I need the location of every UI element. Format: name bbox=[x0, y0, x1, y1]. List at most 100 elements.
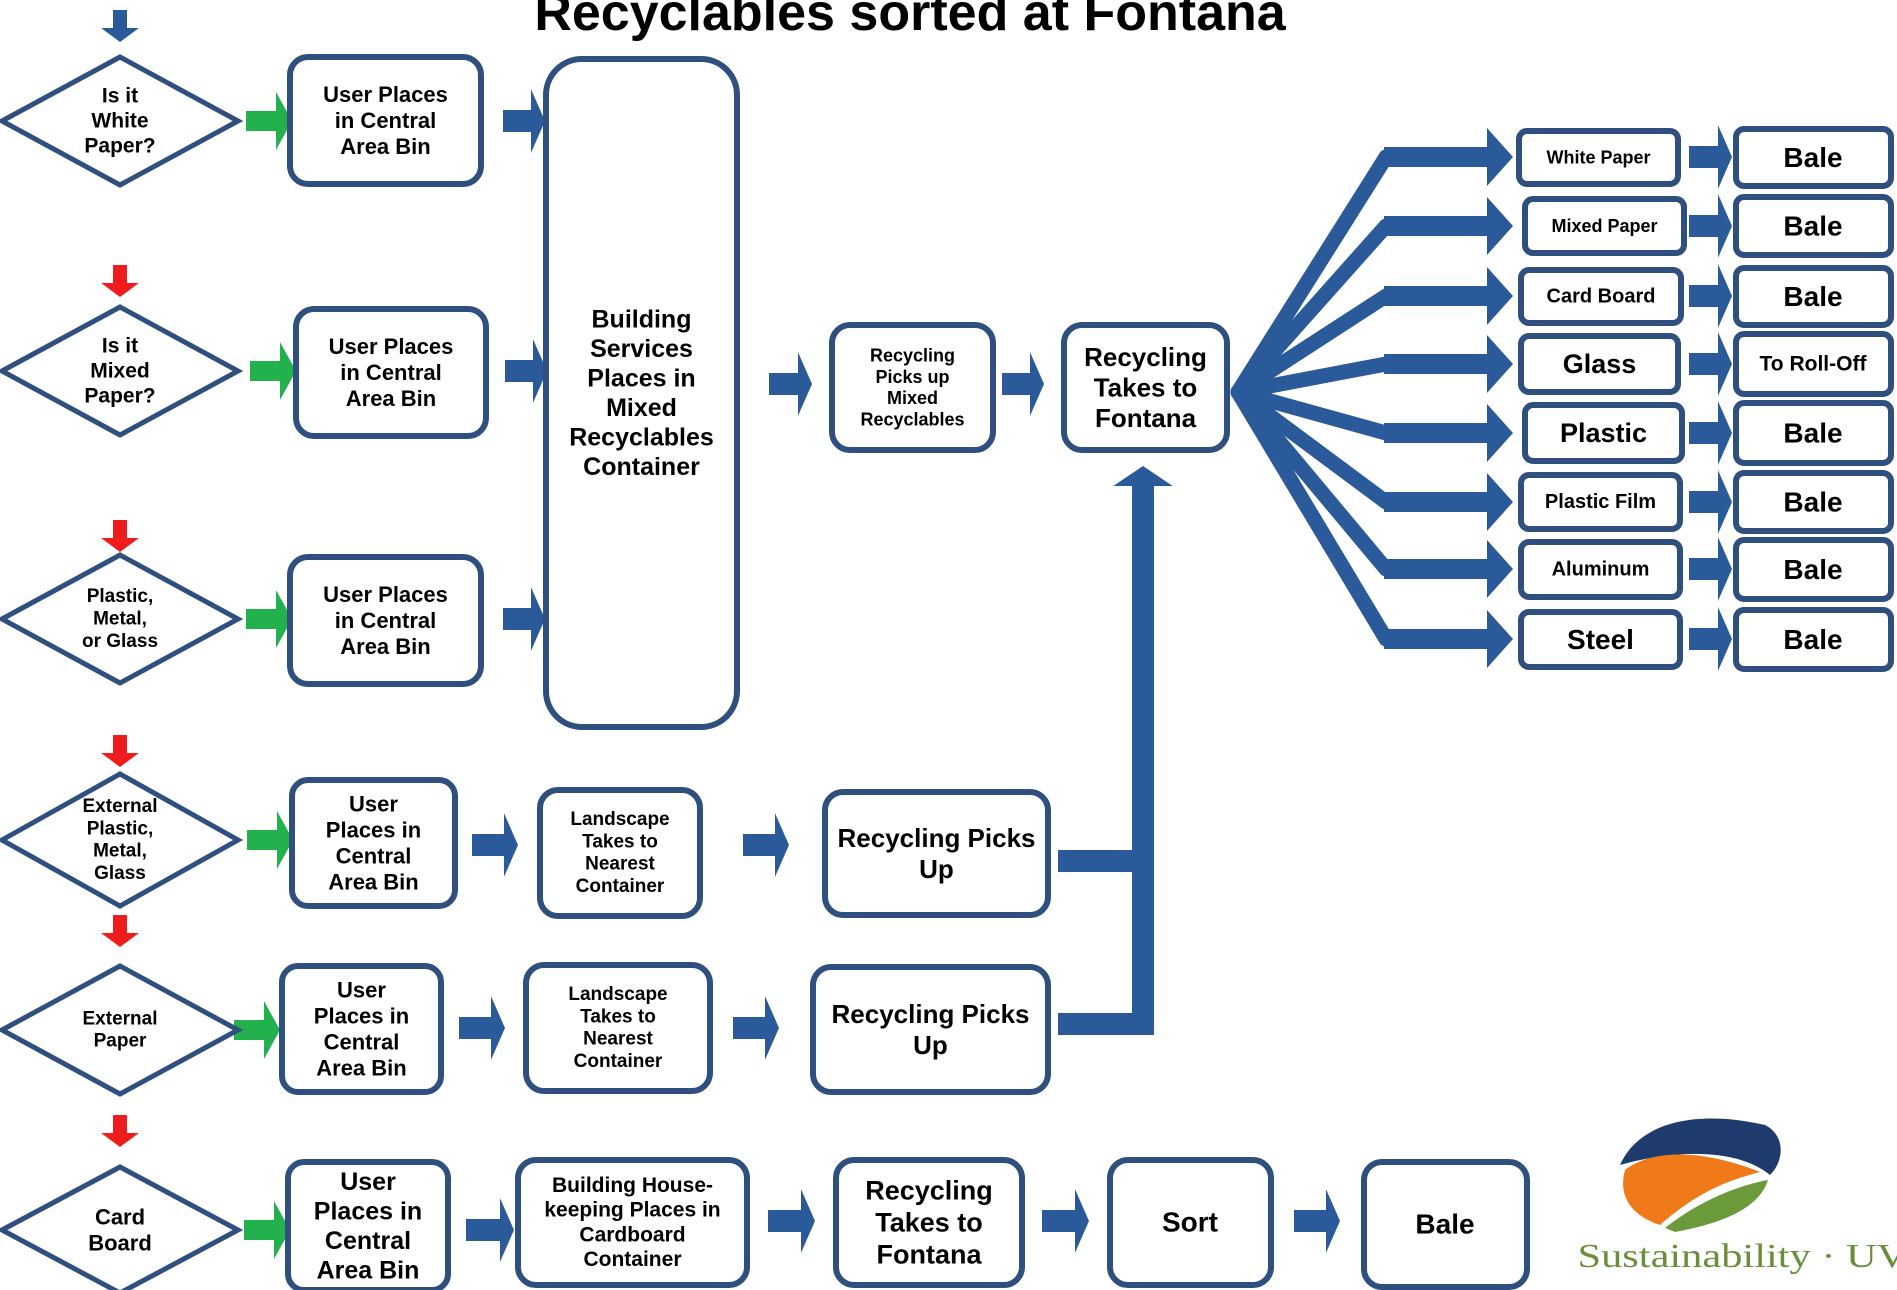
housekeeping-box-line: Building House- bbox=[552, 1174, 713, 1197]
landscape-box-line: Takes to bbox=[582, 831, 658, 852]
outcome-label: Bale bbox=[1783, 624, 1842, 655]
logo-orange-swoosh bbox=[1623, 1154, 1760, 1225]
decision-diamond-line: Metal, bbox=[93, 841, 147, 862]
outcome-label: Bale bbox=[1783, 418, 1842, 449]
decision-diamond-line: Is it bbox=[102, 85, 138, 108]
user-bin-box-line: Places in bbox=[314, 1004, 409, 1029]
outcome-label: Bale bbox=[1783, 211, 1842, 242]
user-bin-box-line: Central bbox=[325, 1227, 411, 1255]
user-bin-box-shape bbox=[285, 1159, 451, 1290]
fan-arrow bbox=[1384, 128, 1513, 186]
outcome-box-shape bbox=[1733, 400, 1894, 466]
user-bin-box-shape bbox=[287, 54, 484, 187]
material-box-shape bbox=[1518, 472, 1683, 532]
building-services-box-line: Building bbox=[592, 305, 692, 333]
flow-arrow bbox=[1689, 194, 1732, 258]
recycling-pickup-mixed-box-line: Recyclables bbox=[860, 409, 964, 429]
building-services-box-line: Services bbox=[590, 335, 693, 363]
landscape-box-line: Container bbox=[574, 1051, 663, 1072]
decision-diamond-shape bbox=[0, 963, 244, 1097]
flow-arrow bbox=[769, 352, 812, 416]
cardboard-fontana-box-line: Fontana bbox=[877, 1239, 983, 1269]
landscape-box-line: Takes to bbox=[580, 1006, 656, 1027]
user-bin-box-line: User bbox=[337, 978, 386, 1003]
material-label: Plastic bbox=[1560, 418, 1647, 448]
fan-arrow bbox=[1384, 610, 1513, 668]
decision-diamond-shape bbox=[0, 304, 244, 438]
material-box: Glass bbox=[1518, 333, 1681, 395]
landscape-box-line: Landscape bbox=[568, 984, 667, 1005]
outcome-box: Bale bbox=[1733, 400, 1894, 466]
user-bin-box-line: User Places bbox=[329, 334, 454, 359]
user-bin-box-shape bbox=[289, 777, 458, 909]
outcome-box-shape bbox=[1733, 607, 1894, 672]
material-label: Plastic Film bbox=[1545, 491, 1656, 513]
user-bin-box-line: User bbox=[349, 792, 398, 817]
landscape-box-line: Landscape bbox=[570, 809, 669, 830]
user-bin-box-line: Area Bin bbox=[340, 634, 430, 659]
housekeeping-box-line: Cardboard bbox=[579, 1223, 685, 1246]
sort-box: Sort bbox=[1107, 1157, 1274, 1288]
flow-arrow bbox=[1042, 1189, 1089, 1253]
fan-arrow bbox=[1384, 473, 1513, 531]
decision-diamond-line: External bbox=[83, 1008, 158, 1029]
material-label: Mixed Paper bbox=[1551, 216, 1657, 236]
green-arrow bbox=[246, 590, 292, 648]
flow-arrow bbox=[1689, 607, 1732, 671]
outcome-box: Bale bbox=[1733, 607, 1894, 672]
user-bin-box-shape bbox=[279, 963, 444, 1095]
flow-arrow bbox=[1689, 401, 1732, 465]
red-down-arrow bbox=[101, 735, 139, 767]
user-bin-box-line: Area Bin bbox=[346, 386, 436, 411]
fan-connector bbox=[1230, 384, 1394, 441]
final-bale-box-shape bbox=[1361, 1159, 1530, 1290]
landscape-box-shape bbox=[523, 962, 713, 1094]
housekeeping-box: Building House-keeping Places inCardboar… bbox=[515, 1157, 750, 1288]
diagram-title: Recyclables sorted at Fontana bbox=[534, 0, 1286, 42]
red-down-arrow bbox=[101, 1115, 139, 1147]
decision-diamond: Plastic,Metal,or Glass bbox=[0, 552, 244, 686]
outcome-label: Bale bbox=[1783, 142, 1842, 173]
logo-text: Sustainability · UVA bbox=[1578, 1238, 1897, 1275]
building-services-box-line: Places in bbox=[587, 364, 695, 392]
decision-diamond-line: Plastic, bbox=[87, 586, 154, 607]
user-bin-box-line: in Central bbox=[340, 360, 441, 385]
material-label: Glass bbox=[1563, 349, 1637, 379]
outcome-label: To Roll-Off bbox=[1760, 353, 1868, 376]
outcome-box: Bale bbox=[1733, 126, 1894, 189]
decision-diamond-line: Plastic, bbox=[87, 818, 154, 839]
green-arrow bbox=[244, 1201, 290, 1259]
decision-diamond-line: External bbox=[83, 796, 158, 817]
sort-box-shape bbox=[1107, 1157, 1274, 1288]
decision-diamond-line: or Glass bbox=[82, 631, 158, 652]
recycling-pickup-box-shape bbox=[822, 789, 1051, 918]
green-arrow bbox=[246, 92, 292, 150]
connector-bar bbox=[1058, 850, 1136, 872]
material-box: Aluminum bbox=[1518, 539, 1683, 600]
recycling-pickup-box-line: Recycling Picks bbox=[832, 999, 1030, 1029]
user-bin-box-shape bbox=[287, 554, 484, 687]
user-bin-box-line: in Central bbox=[335, 608, 436, 633]
cardboard-fontana-box-line: Recycling bbox=[865, 1176, 993, 1206]
recycling-to-fontana-box-shape bbox=[1061, 322, 1230, 453]
outcome-box: Bale bbox=[1733, 194, 1894, 258]
flow-arrow bbox=[1689, 537, 1732, 601]
flow-arrow bbox=[1689, 125, 1732, 189]
decision-diamond-line: Card bbox=[95, 1205, 145, 1230]
outcome-box: Bale bbox=[1733, 265, 1894, 328]
green-arrow bbox=[234, 1001, 280, 1059]
decision-diamond-line: Mixed bbox=[90, 360, 150, 383]
user-bin-box-line: Central bbox=[324, 1029, 400, 1054]
connector-up-arrow bbox=[1113, 466, 1173, 1035]
user-bin-box-shape bbox=[293, 306, 489, 439]
user-bin-box-line: Area Bin bbox=[316, 1055, 406, 1080]
final-bale-label: Bale bbox=[1415, 1209, 1474, 1240]
arrow-layer bbox=[101, 10, 1732, 1262]
recycling-to-fontana-box-line: Recycling bbox=[1084, 342, 1207, 372]
